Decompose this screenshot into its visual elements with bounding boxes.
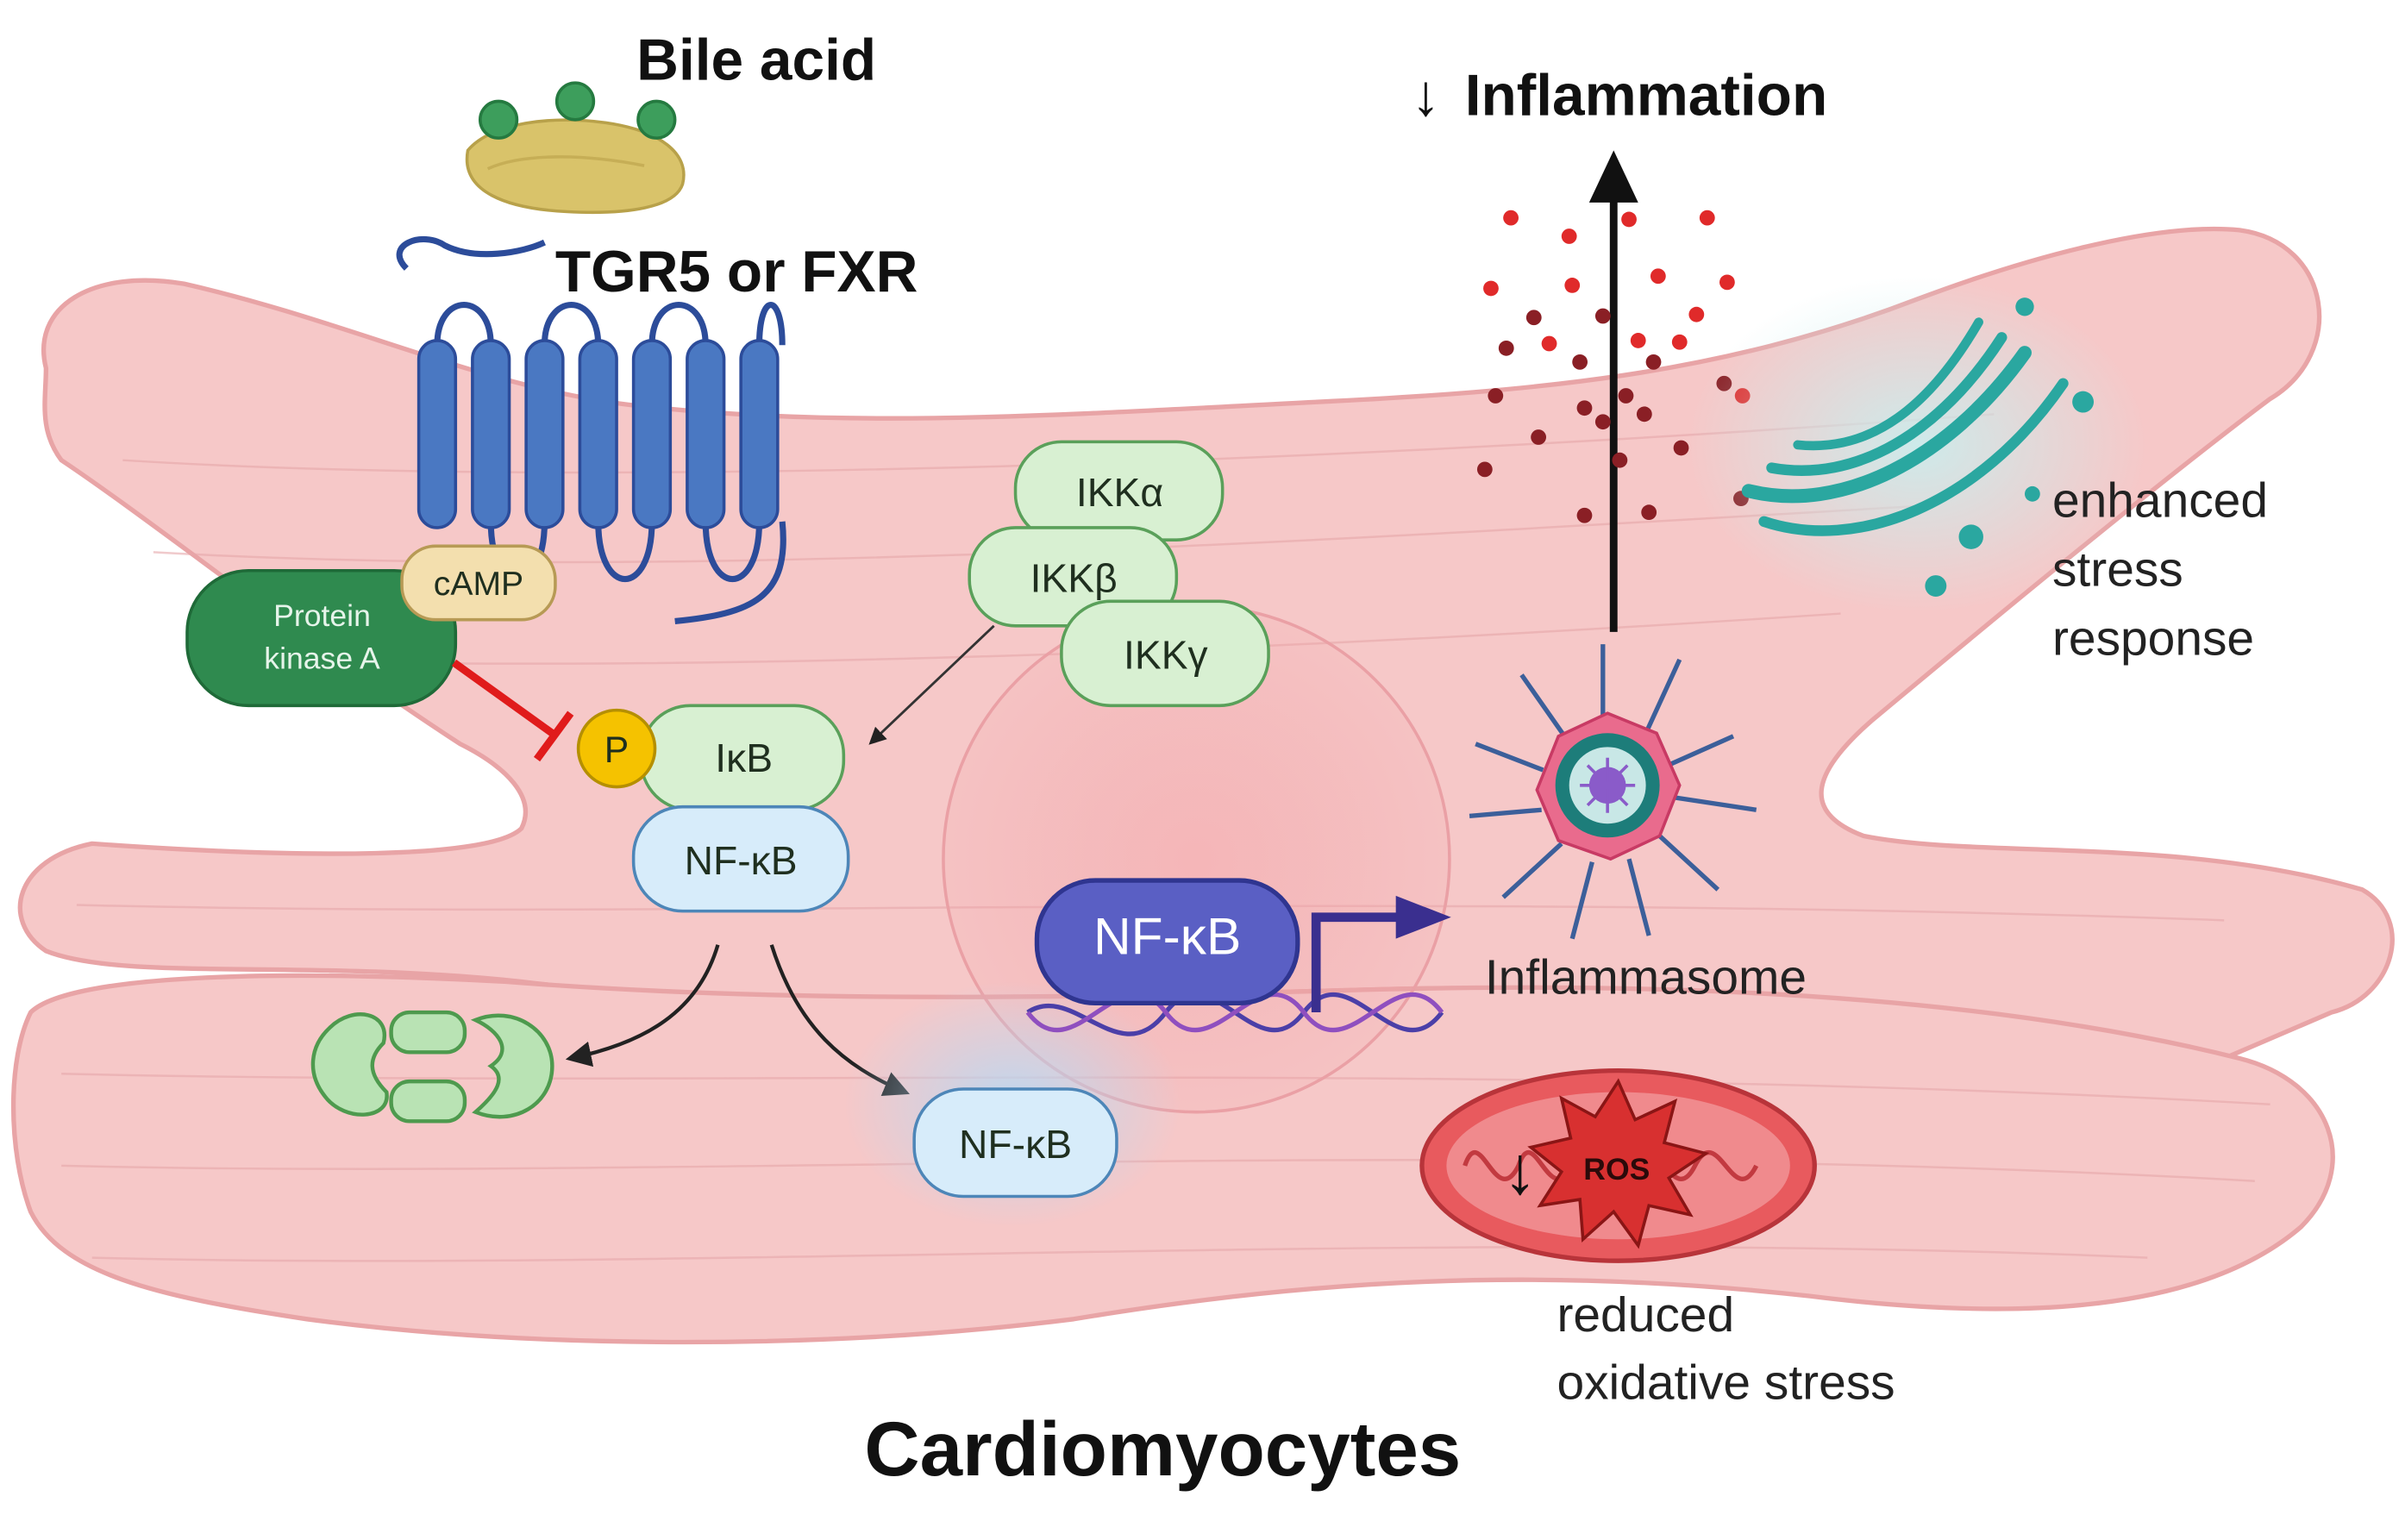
cardiomyocytes-title: Cardiomyocytes	[864, 1405, 1461, 1492]
transcription-arrow	[1311, 895, 1451, 1013]
ikk-gamma-label: IKKγ	[1124, 633, 1208, 678]
nfkb-nuclear-label: NF-κB	[1093, 906, 1241, 965]
ros-label: ROS	[1583, 1152, 1650, 1186]
nfkb-free-label: NF-κB	[959, 1122, 1072, 1167]
golgi	[1741, 297, 2095, 597]
bile-acid-label: Bile acid	[636, 28, 876, 93]
gpcr-receptor	[396, 235, 786, 624]
inflammation-heading: ↓ Inflammation	[1411, 63, 1827, 128]
nfkb-nuclear	[1034, 878, 1300, 1006]
dna-helix	[1025, 992, 1444, 1036]
cytokine-dots	[1476, 210, 1751, 523]
ros-down-arrow: ↓	[1503, 1132, 1537, 1208]
nfkb-complex	[631, 804, 850, 913]
up-arrow	[1588, 150, 1638, 632]
inflammasome	[1469, 644, 1757, 940]
ikk-alpha-label: IKKα	[1076, 470, 1163, 515]
bile-acid-molecule	[465, 81, 686, 215]
phosphate-label: P	[604, 729, 629, 771]
stress-label-line2: stress	[2052, 542, 2183, 598]
camp-label: cAMP	[434, 566, 523, 603]
oxid-label-line1: reduced	[1557, 1287, 1734, 1343]
ikb-label: IκB	[715, 736, 773, 780]
oxid-label-line2: oxidative stress	[1557, 1355, 1895, 1410]
degradation-arrow	[565, 944, 720, 1067]
pka-label-line1: Protein	[273, 598, 371, 633]
phosphate-group	[576, 708, 657, 789]
pka-label-line2: kinase A	[264, 642, 380, 676]
inflammation-label: Inflammation	[1465, 63, 1828, 128]
ros-starburst	[1527, 1078, 1710, 1249]
ikk-gamma	[1060, 599, 1270, 708]
ikk-beta-label: IKKβ	[1030, 556, 1118, 601]
nfkb-free	[912, 1087, 1118, 1199]
camp-molecule	[400, 544, 557, 622]
receptor-label: TGR5 or FXR	[555, 240, 918, 304]
inflammasome-label: Inflammasome	[1485, 950, 1807, 1005]
ikk-to-ikb-arrow	[868, 624, 995, 745]
lower-cell	[10, 973, 2335, 1345]
protein-kinase-a	[185, 568, 458, 708]
stress-label-line3: response	[2052, 611, 2254, 667]
stress-label-line1: enhanced	[2052, 473, 2268, 529]
inhibition-arrow	[451, 659, 574, 762]
down-arrow: ↓	[1411, 63, 1440, 128]
degraded-ikb-fragments	[310, 1010, 554, 1124]
nfkb-complex-label: NF-κB	[685, 838, 798, 883]
